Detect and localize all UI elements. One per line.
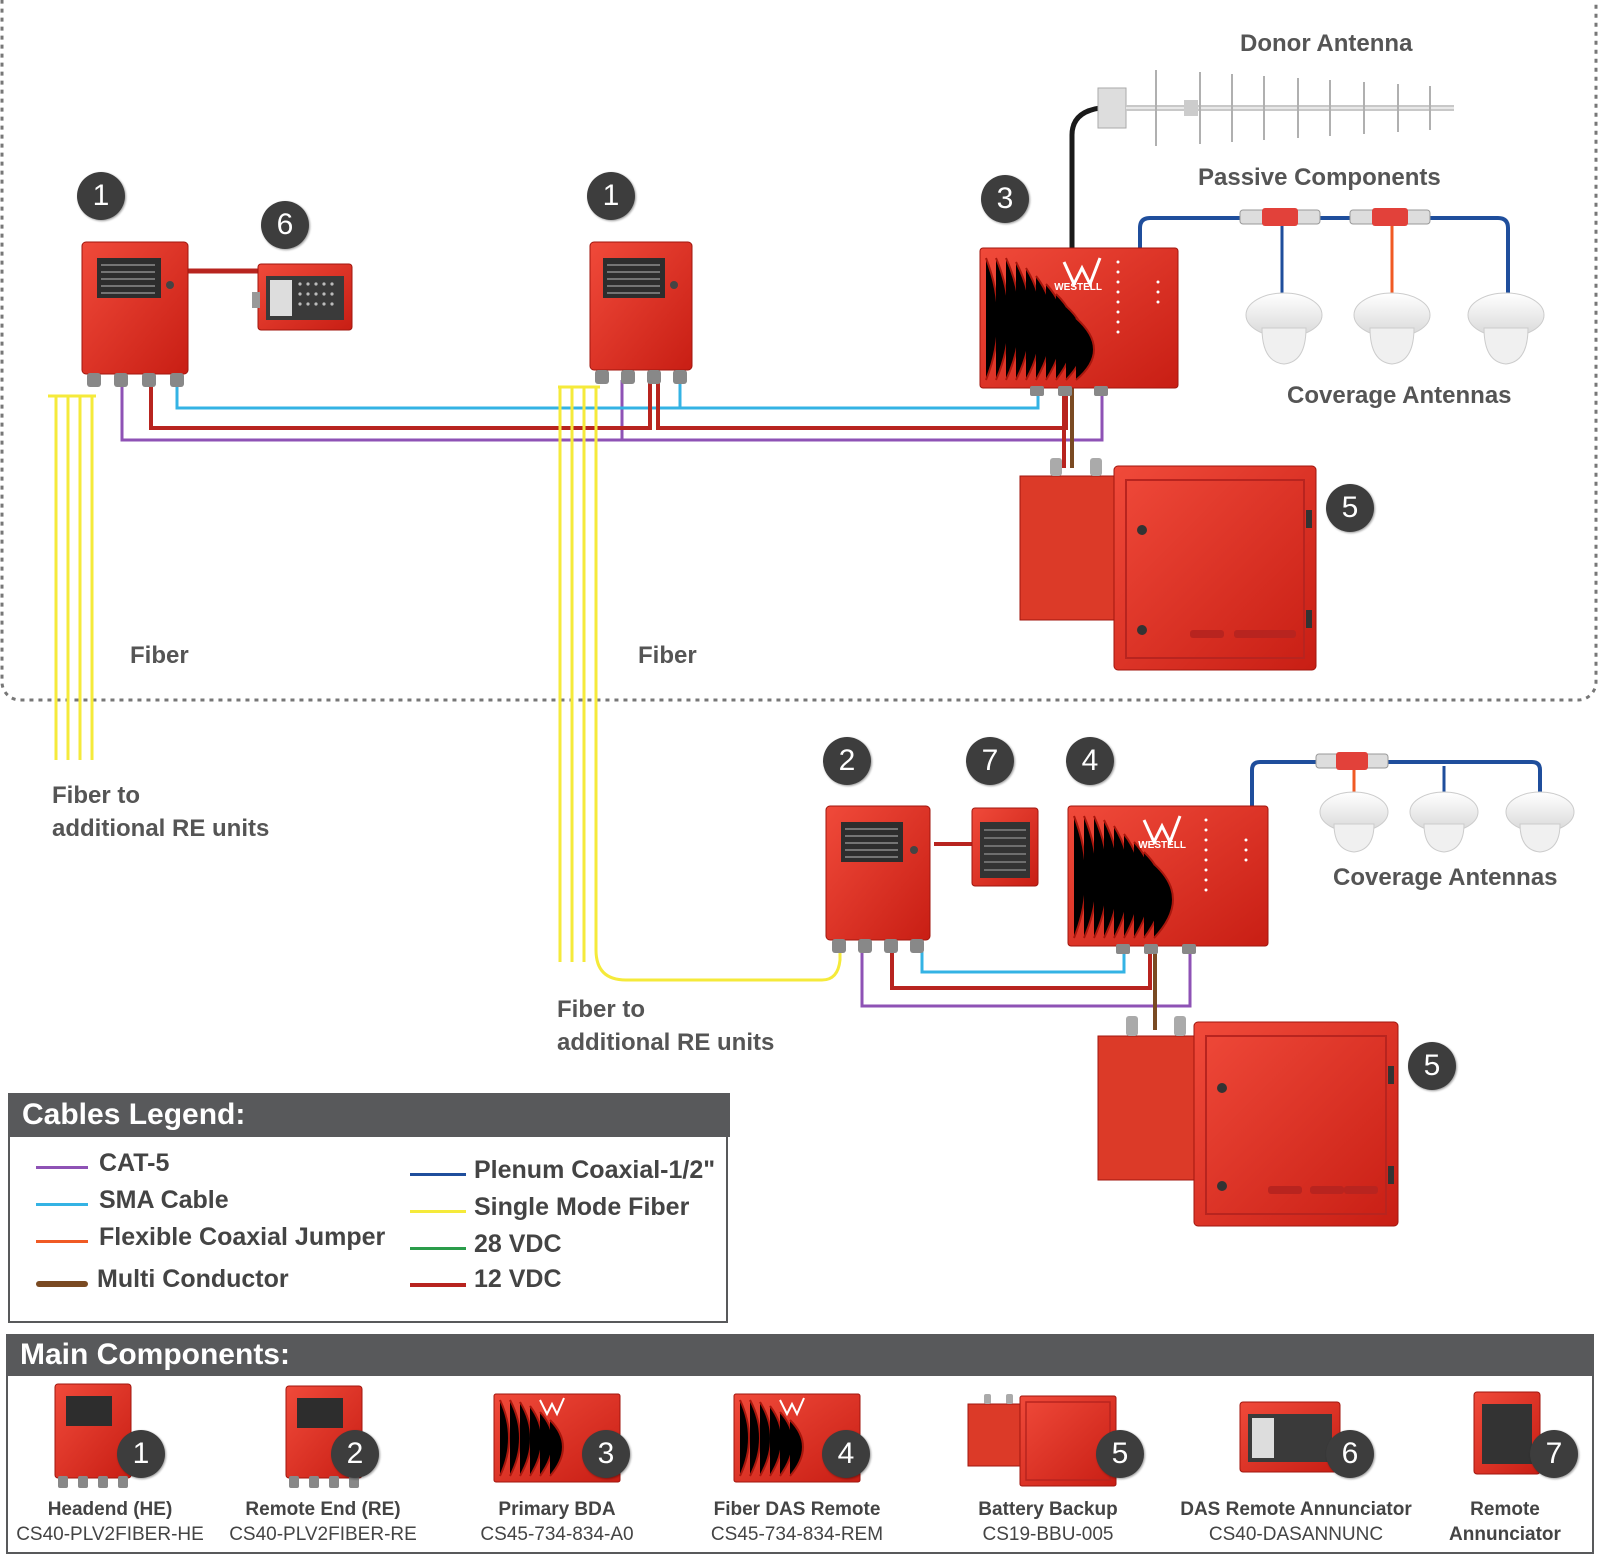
- cables-legend-title: Cables Legend:: [8, 1093, 730, 1137]
- legend-swatch-12vdc: [410, 1283, 466, 1287]
- component-code-6: CS40-DASANNUNC: [1208, 1524, 1384, 1545]
- component-name-1: Headend (HE): [47, 1499, 173, 1520]
- das-remote-brand: WESTELL: [1138, 840, 1186, 851]
- fiber-additional-left-line2: additional RE units: [52, 815, 270, 842]
- component-badge-3: 3: [582, 1430, 630, 1478]
- legend-swatch-fiber: [410, 1210, 466, 1213]
- component-name-4: Fiber DAS Remote: [713, 1499, 881, 1520]
- component-code-2: CS40-PLV2FIBER-RE: [229, 1524, 417, 1545]
- headend-left: [81, 241, 189, 387]
- component-badge-1: 1: [117, 1430, 165, 1478]
- component-code-7: Annunciator: [1449, 1524, 1561, 1545]
- fiber-left-label: Fiber: [130, 642, 189, 669]
- legend-label-sma: SMA Cable: [99, 1186, 229, 1214]
- component-name-6: DAS Remote Annunciator: [1180, 1499, 1412, 1520]
- remote-end: [825, 805, 931, 953]
- cables-legend: CAT-5 SMA Cable Flexible Coaxial Jumper …: [8, 1095, 728, 1323]
- fiber-left: [48, 394, 96, 760]
- badge-headend-center: 1: [587, 172, 635, 220]
- component-name-5: Battery Backup: [978, 1499, 1118, 1520]
- fiber-center-label: Fiber: [638, 642, 697, 669]
- coverage-antennas-top-label: Coverage Antennas: [1287, 382, 1512, 409]
- das-remote-annunciator-top: [252, 263, 353, 331]
- building-boundary: [0, 0, 1598, 702]
- legend-swatch-sma: [36, 1203, 88, 1206]
- component-badge-7: 7: [1530, 1430, 1578, 1478]
- component-name-2: Remote End (RE): [245, 1499, 401, 1520]
- badge-das-remote: 4: [1066, 737, 1114, 785]
- fiber-center: [558, 385, 842, 982]
- main-components: [6, 1374, 1594, 1554]
- passive-components-label: Passive Components: [1198, 164, 1441, 191]
- component-code-5: CS19-BBU-005: [982, 1524, 1114, 1545]
- cables-bottom: [860, 760, 1542, 1030]
- component-badge-4: 4: [822, 1430, 870, 1478]
- badge-annunciator-top: 6: [261, 201, 309, 249]
- battery-backup-bottom: [1097, 1016, 1399, 1227]
- legend-label-cat5: CAT-5: [99, 1149, 170, 1177]
- fiber-additional-left-line1: Fiber to: [52, 782, 140, 809]
- badge-remote-end: 2: [823, 737, 871, 785]
- component-name-3: Primary BDA: [498, 1499, 616, 1520]
- fiber-additional-center-line1: Fiber to: [557, 996, 645, 1023]
- legend-label-fiber: Single Mode Fiber: [474, 1193, 690, 1221]
- headend-center: [589, 241, 693, 384]
- legend-swatch-multi-conductor: [36, 1281, 88, 1287]
- badge-battery-bottom: 5: [1408, 1042, 1456, 1090]
- primary-bda: WESTELL: [979, 247, 1179, 396]
- legend-label-28vdc: 28 VDC: [474, 1230, 562, 1258]
- component-badge-5: 5: [1096, 1430, 1144, 1478]
- legend-swatch-jumper: [36, 1240, 88, 1243]
- coverage-antennas-bottom: [1315, 752, 1575, 853]
- component-code-1: CS40-PLV2FIBER-HE: [16, 1524, 204, 1545]
- coverage-antennas-bottom-label: Coverage Antennas: [1333, 864, 1558, 891]
- battery-backup-top: [1019, 458, 1317, 671]
- main-components-title: Main Components:: [6, 1334, 1594, 1376]
- legend-swatch-28vdc: [410, 1247, 466, 1250]
- legend-label-multi-conductor: Multi Conductor: [97, 1265, 289, 1293]
- legend-label-plenum: Plenum Coaxial-1/2": [474, 1156, 716, 1184]
- badge-battery-top: 5: [1326, 484, 1374, 532]
- component-name-7: Remote: [1470, 1499, 1540, 1520]
- component-badge-6: 6: [1326, 1430, 1374, 1478]
- component-code-3: CS45-734-834-A0: [480, 1524, 634, 1545]
- bda-brand-top: WESTELL: [1054, 282, 1102, 293]
- passive-splitters: [1239, 208, 1431, 226]
- component-code-4: CS45-734-834-REM: [710, 1524, 884, 1545]
- cables-top: [120, 105, 1510, 468]
- legend-label-12vdc: 12 VDC: [474, 1265, 562, 1293]
- badge-headend-left: 1: [77, 172, 125, 220]
- component-badge-2: 2: [331, 1430, 379, 1478]
- fiber-additional-center-line2: additional RE units: [557, 1029, 775, 1056]
- badge-remote-annunciator: 7: [966, 737, 1014, 785]
- legend-swatch-cat5: [36, 1166, 88, 1169]
- donor-antenna: [1097, 70, 1454, 146]
- donor-antenna-label: Donor Antenna: [1240, 30, 1413, 57]
- remote-annunciator: [971, 807, 1039, 887]
- legend-swatch-plenum: [410, 1173, 466, 1176]
- fiber-das-remote: WESTELL: [1067, 805, 1269, 954]
- legend-label-jumper: Flexible Coaxial Jumper: [99, 1223, 386, 1251]
- coverage-antennas-top: [1245, 292, 1545, 365]
- badge-primary-bda: 3: [981, 175, 1029, 223]
